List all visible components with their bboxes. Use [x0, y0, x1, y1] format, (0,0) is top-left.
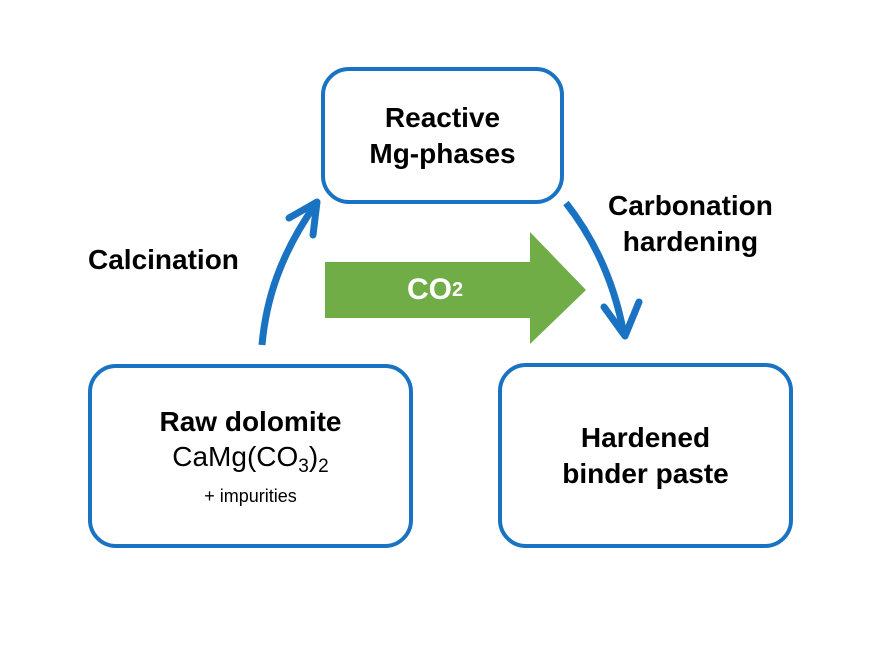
calcination-arrowhead-icon	[285, 198, 321, 239]
formula-main: CaMg(CO	[172, 441, 299, 472]
edge-label-calcination: Calcination	[88, 244, 239, 275]
node-hardened-line1: Hardened	[580, 421, 711, 453]
node-raw-dolomite: Raw dolomite CaMg(CO3)2 + impurities	[88, 364, 413, 548]
edge-carbonation-line1: Carbonation	[608, 190, 773, 221]
co2-arrow	[325, 232, 586, 344]
node-hardened-line2: binder paste	[562, 457, 729, 489]
node-reactive-line2: Mg-phases	[369, 137, 516, 169]
edge-label-carbonation: Carbonation hardening	[608, 188, 773, 260]
edge-carbonation-line2: hardening	[622, 226, 759, 257]
node-raw-note: + impurities	[204, 486, 297, 506]
calcination-arrow	[258, 202, 318, 346]
carbonation-arrowhead-icon	[600, 298, 643, 340]
node-reactive-mg-phases: Reactive Mg-phases	[321, 67, 564, 204]
node-hardened-binder-paste: Hardened binder paste	[498, 363, 793, 548]
node-raw-formula: CaMg(CO3)2	[172, 440, 329, 484]
node-reactive-line1: Reactive	[384, 101, 501, 133]
carbonation-arrow	[563, 200, 628, 336]
co2-label-sub: 2	[451, 278, 464, 301]
co2-label-main: CO	[406, 273, 452, 306]
formula-sub3: 3	[298, 456, 309, 477]
formula-sub2: 2	[318, 456, 329, 477]
node-raw-title: Raw dolomite	[159, 406, 342, 437]
formula-close: )	[308, 441, 319, 472]
